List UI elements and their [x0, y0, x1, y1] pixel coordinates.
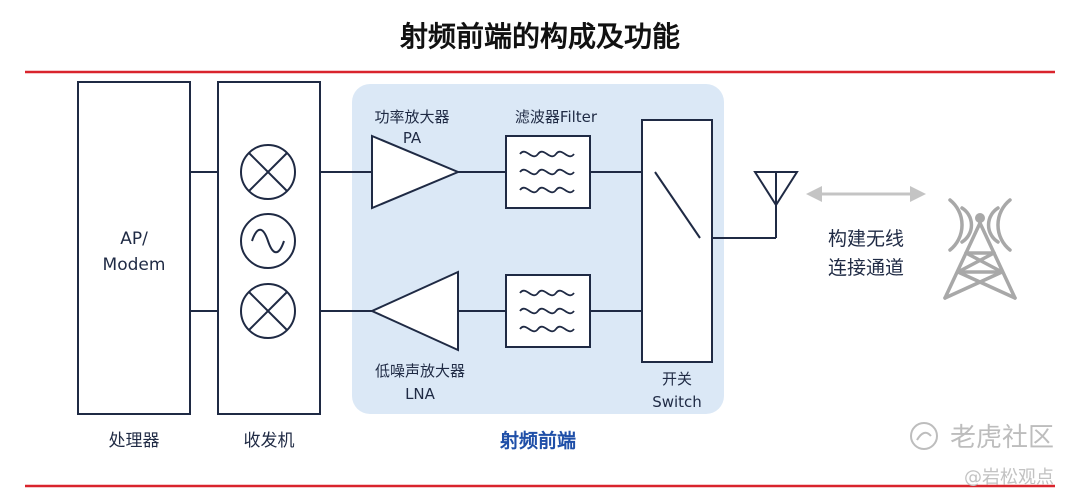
- watermark: 老虎社区 @岩松观点: [910, 422, 1054, 488]
- mixer-icon: [240, 283, 296, 339]
- double-arrow-icon: [806, 186, 926, 202]
- filter-label: 滤波器Filter: [515, 108, 598, 126]
- rf-front-end-caption: 射频前端: [499, 429, 576, 452]
- pa-amplifier-icon: [371, 134, 461, 210]
- switch-contact-icon: [654, 171, 701, 239]
- transceiver-caption: 收发机: [244, 431, 295, 451]
- oscillator-icon: [240, 213, 296, 269]
- pa-label-line1: 功率放大器: [374, 108, 449, 126]
- ap-modem-label-line1: AP/: [120, 229, 148, 249]
- ap-modem-label-line2: Modem: [103, 255, 166, 275]
- wireless-label-line2: 连接通道: [828, 257, 904, 279]
- switch-block: [641, 119, 713, 363]
- wireless-label-line1: 构建无线: [828, 228, 904, 250]
- lna-amplifier-icon: [369, 270, 459, 352]
- switch-label-line2: Switch: [652, 393, 702, 411]
- lna-label-line2: LNA: [405, 385, 436, 403]
- cell-tower-icon: [943, 198, 1017, 300]
- brand-logo-icon: [910, 422, 938, 450]
- antenna-icon: [753, 171, 799, 207]
- mixer-icon: [240, 144, 296, 200]
- lna-label-line1: 低噪声放大器: [375, 362, 465, 380]
- switch-label-line1: 开关: [662, 370, 692, 388]
- watermark-brand: 老虎社区: [950, 423, 1054, 453]
- filter-icon: [505, 274, 591, 348]
- filter-icon: [505, 135, 591, 209]
- watermark-author: @岩松观点: [964, 467, 1054, 488]
- ap-modem-block: [77, 81, 191, 415]
- diagram-title: 射频前端的构成及功能: [399, 20, 680, 53]
- pa-label-line2: PA: [403, 129, 422, 147]
- ap-modem-caption: 处理器: [109, 431, 160, 451]
